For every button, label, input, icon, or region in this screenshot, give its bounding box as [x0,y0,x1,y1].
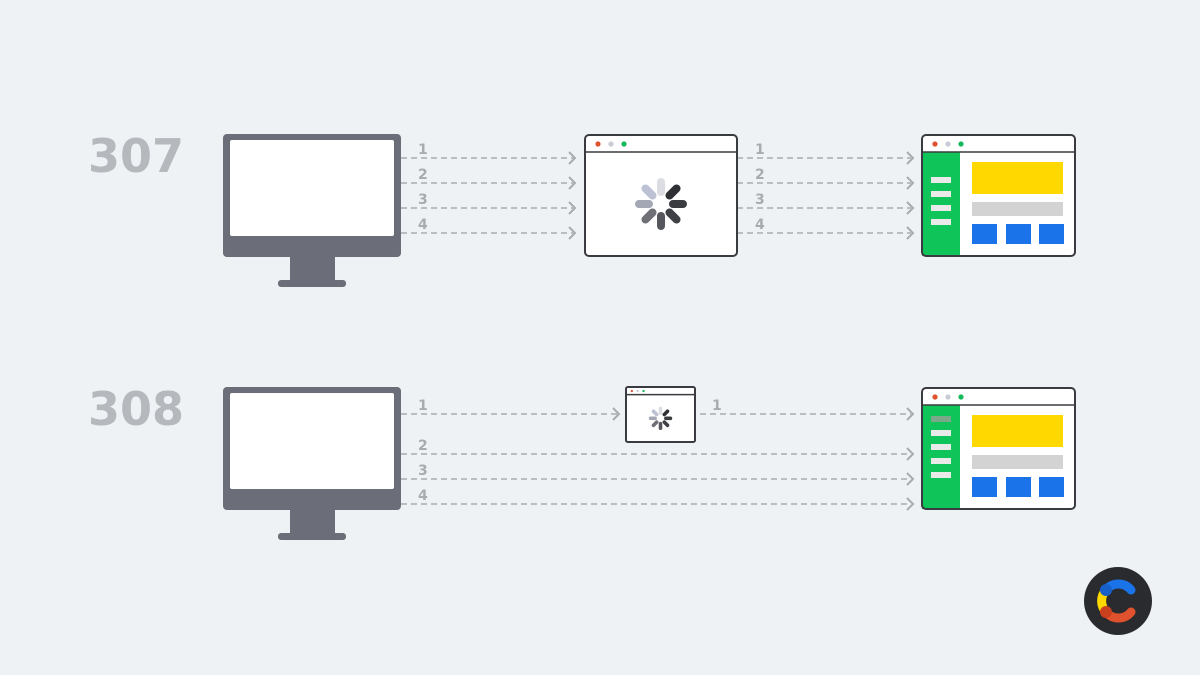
arrow: 4 [401,217,577,240]
loading-browser-window [625,386,696,443]
minimize-dot [945,394,951,400]
loading-spinner-icon [648,406,673,431]
sidebar-item [931,191,951,197]
arrow: 1 [401,398,621,421]
monitor-icon [223,387,401,540]
arrow: 1 [700,398,915,421]
content-tile [972,477,997,497]
browser-window-icon [921,387,1076,510]
step-number: 3 [418,463,428,479]
sidebar-item [931,472,951,478]
step-number: 1 [418,142,428,158]
sidebar-menu [931,177,951,225]
step-number: 2 [418,167,428,183]
sidebar-item [931,430,951,436]
arrow: 4 [401,488,915,511]
step-number: 1 [755,142,765,158]
contentful-logo-icon [1084,567,1152,635]
step-number: 4 [418,488,428,504]
step-number: 3 [755,192,765,208]
hero-banner [972,415,1063,447]
arrow: 3 [401,463,915,486]
sidebar-item [931,177,951,183]
step-number: 3 [418,192,428,208]
arrow: 4 [737,217,915,240]
arrow: 3 [401,192,577,215]
content-bar [972,455,1063,469]
sidebar-item [931,219,951,225]
sidebar-item [931,458,951,464]
sidebar-item [931,444,951,450]
maximize-dot [958,394,964,400]
close-dot [932,141,938,147]
step-number: 1 [712,398,722,414]
content-tile [1039,224,1064,244]
arrow: 1 [401,142,577,165]
content-tile [1039,477,1064,497]
status-code-307: 307 [88,129,184,183]
arrow: 2 [401,167,577,190]
close-dot [595,141,601,147]
sidebar-item-active [931,416,951,422]
maximize-dot [621,141,627,147]
close-dot [932,394,938,400]
step-number: 2 [418,438,428,454]
arrow: 2 [737,167,915,190]
content-bar [972,202,1063,216]
loading-spinner-icon [635,178,687,230]
step-number: 4 [418,217,428,233]
maximize-dot [958,141,964,147]
minimize-dot [608,141,614,147]
sidebar [922,405,960,509]
loading-browser-window [584,134,738,257]
arrow: 2 [401,438,915,461]
arrow: 3 [737,192,915,215]
sidebar-menu [931,416,951,478]
sidebar [922,152,960,256]
content-tile [1006,477,1031,497]
content-tile [1006,224,1031,244]
monitor-icon [223,134,401,287]
step-number: 4 [755,217,765,233]
minimize-dot [636,389,639,393]
arrow: 1 [737,142,915,165]
sidebar-item [931,205,951,211]
step-number: 2 [755,167,765,183]
browser-window-icon [921,134,1076,257]
hero-banner [972,162,1063,194]
step-number: 1 [418,398,428,414]
minimize-dot [945,141,951,147]
maximize-dot [642,389,645,393]
status-code-308: 308 [88,382,184,436]
close-dot [630,389,634,393]
content-tile [972,224,997,244]
